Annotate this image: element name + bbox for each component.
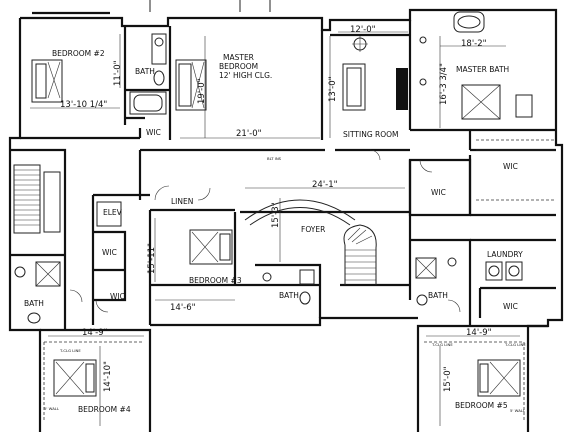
master-bedroom-label-2: BEDROOM [219,62,258,71]
bath-left-label: BATH [24,299,44,308]
bedroom4-dim-h: 14'-9" [82,328,108,338]
bedroom3-label: BEDROOM #3 [189,276,242,285]
wic-top-label: WIC [146,128,161,137]
master-bath-dim-v: 16'-3 3/4" [439,63,449,105]
interior-walls [10,20,556,330]
elev-label: ELEV [103,208,123,217]
master-bedroom-ceiling: 12' HIGH CLG. [219,71,272,80]
sitting-room-dim-h: 12'-0" [350,25,376,35]
bedroom4-note-ceiling: T-CLG LINE [59,348,81,353]
bath-top-label: BATH [135,67,155,76]
bedroom5-label: BEDROOM #5 [455,401,508,410]
bedroom5-note-ceiling-b: T-CLG LINE [504,342,526,347]
foyer-dim-v: 15'-3" [271,202,281,228]
wic-a-label: WIC [102,248,117,257]
wic-left-label: WIC [431,188,446,197]
bedroom5-dim-v: 15'-0" [443,366,453,392]
bath-center-label: BATH [279,291,299,300]
bedroom4-label: BEDROOM #4 [78,405,131,414]
linen-label: LINEN [171,197,193,206]
wic-b-label: WIC [110,292,125,301]
laundry-label: LAUNDRY [487,250,523,259]
bedroom3-dim-h: 14'-6" [170,303,196,313]
bedroom5-dim-h: 14'-9" [466,328,492,338]
sitting-room-label: SITTING ROOM [343,130,399,139]
bedroom2-dim-h: 13'-10 1/4" [60,100,107,110]
master-bath-label: MASTER BATH [456,65,509,74]
bedroom2-label: BEDROOM #2 [52,49,105,58]
fixtures [13,11,556,420]
sitting-room-dim-v: 13'-0" [328,76,338,102]
wic-right-label: WIC [503,162,518,171]
dimension-lines [30,31,520,426]
stair-curved [343,224,377,285]
bath-right-label: BATH [428,291,448,300]
bedroom4-note-wall: 5' WALL [44,406,60,411]
wic-laundry-label: WIC [503,302,518,311]
foyer-dim-h: 24'-1" [312,180,338,190]
room-labels: BEDROOM #2 13'-10 1/4" 11'-0" BATH WIC M… [24,25,526,414]
master-bath-dim-h: 18'-2" [461,39,487,49]
bedroom2-dim-v: 11'-0" [113,60,123,86]
stair-left [13,164,61,234]
master-bedroom-dim-h: 21'-0" [236,129,262,139]
bedroom4-dim-v: 14'-10" [103,361,113,392]
master-bedroom-dim-v: 19'-0" [197,78,207,104]
bedroom5-note-wall: 5' WALL [510,408,526,413]
bedroom3-dim-v: 15'-11" [147,243,157,274]
blt-ins-label: BLT INS [267,156,282,161]
bedroom5-note-ceiling-a: T-CLG LINE [431,342,453,347]
master-bedroom-label: MASTER [223,53,254,62]
foyer-label: FOYER [301,225,325,234]
